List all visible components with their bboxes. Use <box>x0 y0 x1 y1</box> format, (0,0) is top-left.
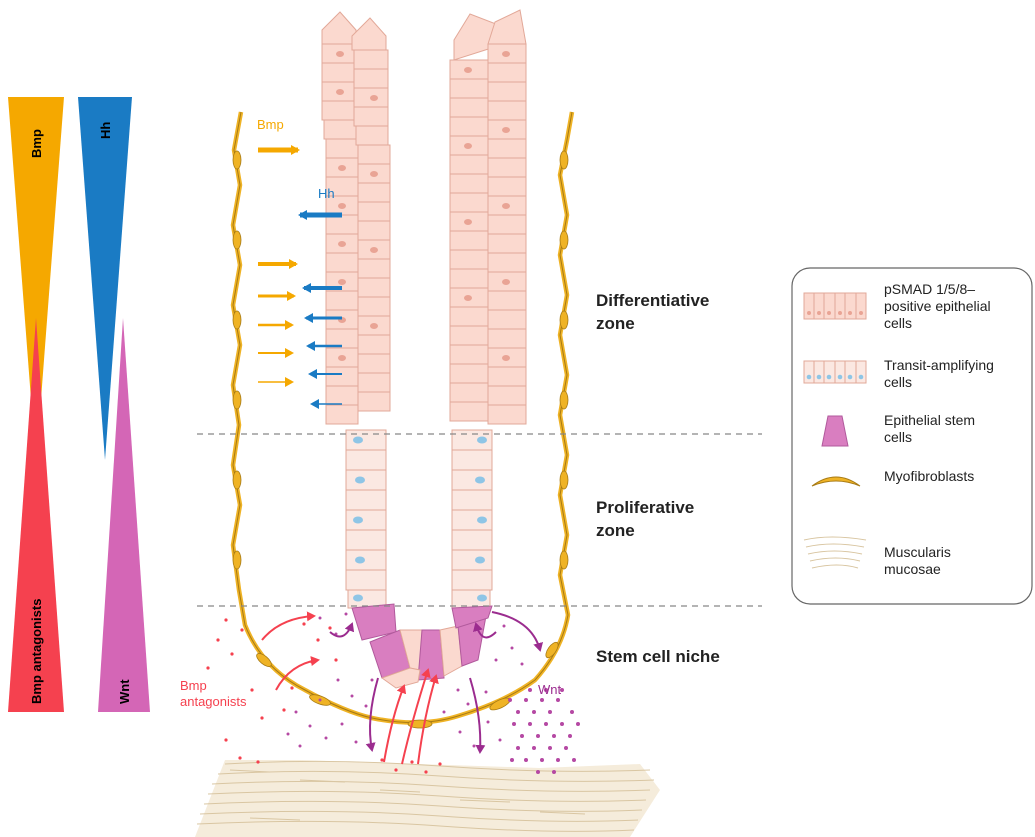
legend-psmad-line1: pSMAD 1/5/8– <box>884 281 975 297</box>
legend-stem-line2: cells <box>884 429 912 445</box>
wnt-gradient-label: Wnt <box>117 679 132 704</box>
left-psmad-cells <box>322 12 358 424</box>
legend-psmad-line3: cells <box>884 315 912 331</box>
bmp-signal-label: Bmp <box>257 117 284 132</box>
legend-transit-line2: cells <box>884 374 912 390</box>
hh-signal-label: Hh <box>318 186 335 201</box>
legend: pSMAD 1/5/8– positive epithelial cells T… <box>792 268 1032 604</box>
hh-gradient-label: Hh <box>98 122 113 139</box>
legend-transit-icon <box>804 361 866 383</box>
crypt-epithelium <box>322 10 526 688</box>
legend-muscularis-line2: mucosae <box>884 561 941 577</box>
proliferative-zone-label-line1: Proliferative <box>596 498 694 517</box>
bmp-antagonists-label-line1: Bmp <box>180 678 207 693</box>
differentiative-zone-label-line2: zone <box>596 314 635 333</box>
legend-stem-line1: Epithelial stem <box>884 412 975 428</box>
wnt-signal-label: Wnt <box>538 682 562 697</box>
legend-transit-line1: Transit-amplifying <box>884 357 994 373</box>
stem-cell-niche-cells <box>352 604 492 688</box>
bmp-antagonists-label-line2: antagonists <box>180 694 247 709</box>
stem-cell-niche-label: Stem cell niche <box>596 647 720 666</box>
bmp-arrows <box>258 150 298 382</box>
bmp-gradient-label: Bmp <box>29 129 44 158</box>
legend-myofibroblasts: Myofibroblasts <box>884 468 974 484</box>
left-transit-cells <box>346 430 386 608</box>
legend-psmad-icon <box>804 293 866 319</box>
differentiative-zone-label-line1: Differentiative <box>596 291 709 310</box>
right-psmad-cells <box>450 10 526 424</box>
legend-psmad-line2: positive epithelial <box>884 298 991 314</box>
proliferative-zone-label-line2: zone <box>596 521 635 540</box>
gradient-wedges: Bmp Hh Bmp antagonists Wnt <box>8 97 150 712</box>
legend-muscularis-line1: Muscularis <box>884 544 951 560</box>
bmp-antagonists-gradient-label: Bmp antagonists <box>29 599 44 704</box>
